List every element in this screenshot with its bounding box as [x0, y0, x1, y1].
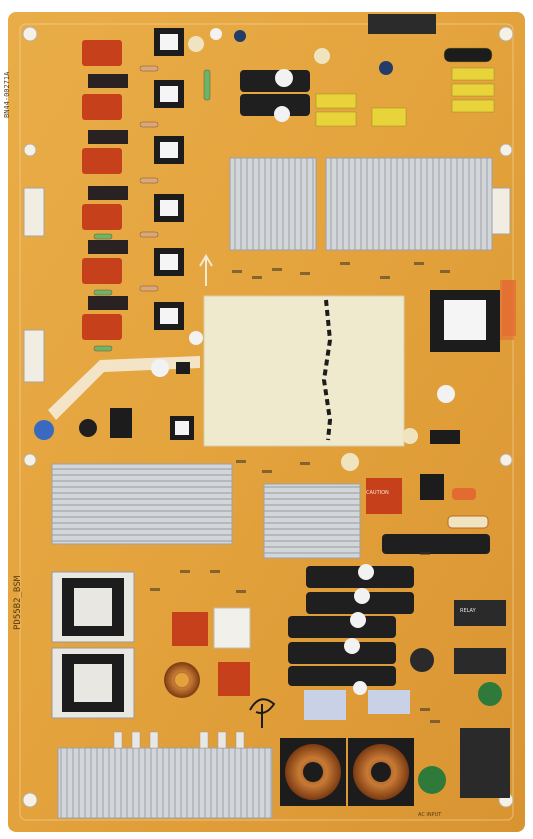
ics — [110, 362, 460, 500]
electrolytic-caps — [288, 534, 490, 695]
yellow-caps — [315, 47, 495, 127]
relays — [454, 600, 510, 798]
ac-input-label: AC INPUT — [418, 812, 442, 818]
relay-label: RELAY — [460, 608, 476, 614]
model-number-side: PD55B2_BSM — [13, 575, 23, 630]
fuse-warning-label: CAUTION — [366, 490, 389, 496]
heatsink-mid — [263, 483, 361, 559]
film-caps-bottom — [172, 607, 251, 696]
film-capacitors-left — [82, 40, 128, 340]
small-transformers — [154, 28, 194, 440]
hand-mark — [249, 698, 276, 728]
thermal-pad — [203, 295, 405, 447]
red-box-cap — [366, 478, 402, 514]
heatsink-bottom — [57, 747, 273, 819]
resistors — [93, 65, 211, 352]
upper-heatsinks — [229, 157, 493, 251]
input-toroids — [280, 738, 414, 806]
heatsink-left — [51, 463, 233, 545]
top-connector — [368, 14, 436, 34]
model-number-top: BN44-00271A — [3, 71, 11, 118]
pfc-chokes — [51, 571, 135, 719]
main-transformer — [430, 290, 500, 352]
top-caps — [188, 28, 393, 122]
